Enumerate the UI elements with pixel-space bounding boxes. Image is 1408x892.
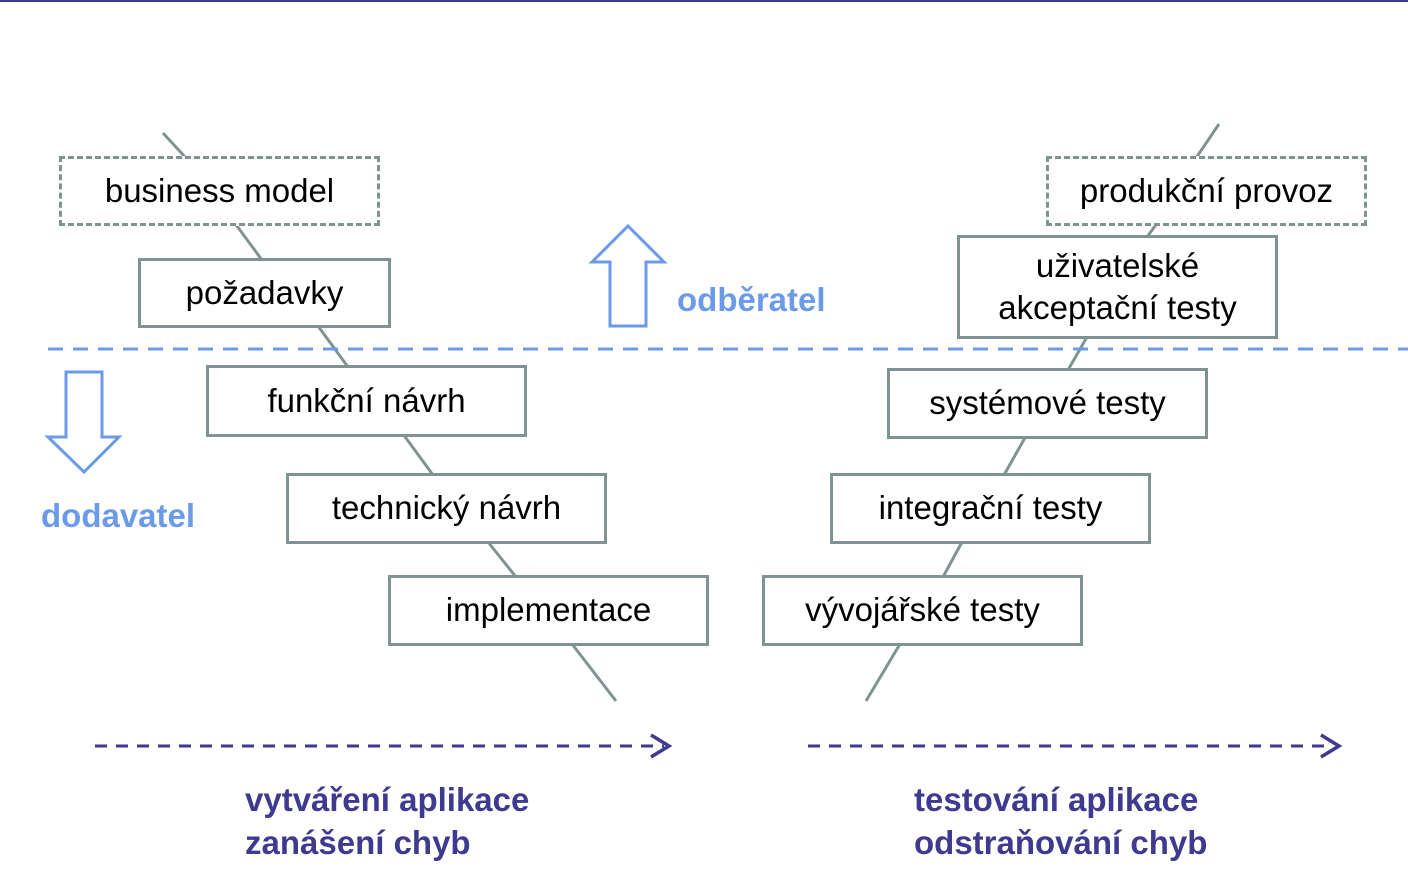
phase-label-left-line1: vytváření aplikace [245, 781, 530, 818]
box-pozadavky: požadavky [138, 258, 391, 328]
phase-label-right-line1: testování aplikace [914, 781, 1199, 818]
box-produkcni-provoz-label: produkční provoz [1079, 171, 1334, 209]
phase-arrow-right [808, 733, 1343, 759]
connector-integracni-systemove [1002, 435, 1028, 476]
box-produkcni-provoz: produkční provoz [1046, 156, 1367, 226]
box-implementace-label: implementace [445, 591, 652, 629]
phase-label-right-line2: odstraňování chyb [914, 823, 1208, 861]
right-connectors [864, 123, 1221, 702]
box-systemove-testy-label: systémové testy [929, 384, 1166, 422]
phase-label-right: testování aplikace odstraňování chyb [914, 779, 1207, 865]
box-funkcni-navrh: funkční návrh [206, 365, 527, 437]
phase-arrow-left [95, 733, 673, 759]
box-uzivatelske-akceptacni-testy-label: uživatelské akceptační testy [998, 246, 1237, 326]
box-vyvojarske-testy-label: vývojářské testy [805, 591, 1040, 629]
box-integracni-testy-label: integrační testy [878, 489, 1103, 527]
box-technicky-navrh: technický návrh [286, 473, 607, 544]
left-connectors [161, 131, 618, 702]
box-implementace: implementace [388, 575, 709, 646]
connector-funkcni-technicky [401, 433, 435, 476]
connector-business-model-pozadavky [232, 221, 264, 261]
role-label-customer: odběratel [677, 281, 826, 318]
role-label-supplier: dodavatel [41, 497, 196, 534]
phase-label-left: vytváření aplikace zanášení chyb [245, 779, 529, 865]
connector-bottom-vyvojarske [864, 643, 902, 702]
box-systemove-testy: systémové testy [887, 368, 1208, 439]
box-pozadavky-label: požadavky [185, 273, 344, 311]
arrow-up-icon [588, 223, 668, 328]
connector-pozadavky-funkcni-navrh [316, 325, 350, 368]
box-business-model: business model [59, 156, 380, 226]
connector-produkcni-top [1194, 123, 1221, 159]
connector-implementace-bottom [570, 643, 618, 702]
box-technicky-navrh-label: technický návrh [331, 489, 562, 527]
box-business-model-label: business model [104, 171, 335, 209]
box-funkcni-navrh-label: funkční návrh [267, 381, 466, 419]
connector-vyvojarske-integracni [941, 541, 964, 578]
connector-systemove-uzivatelske [1066, 336, 1089, 371]
phase-label-left-line2: zanášení chyb [245, 823, 471, 861]
connector-top-business-model [161, 131, 188, 160]
connector-technicky-implementace [486, 541, 518, 578]
arrow-down-icon [44, 370, 123, 475]
box-uzivatelske-akceptacni-testy: uživatelské akceptační testy [957, 235, 1278, 339]
box-integracni-testy: integrační testy [830, 473, 1151, 544]
box-vyvojarske-testy: vývojářské testy [762, 575, 1083, 646]
